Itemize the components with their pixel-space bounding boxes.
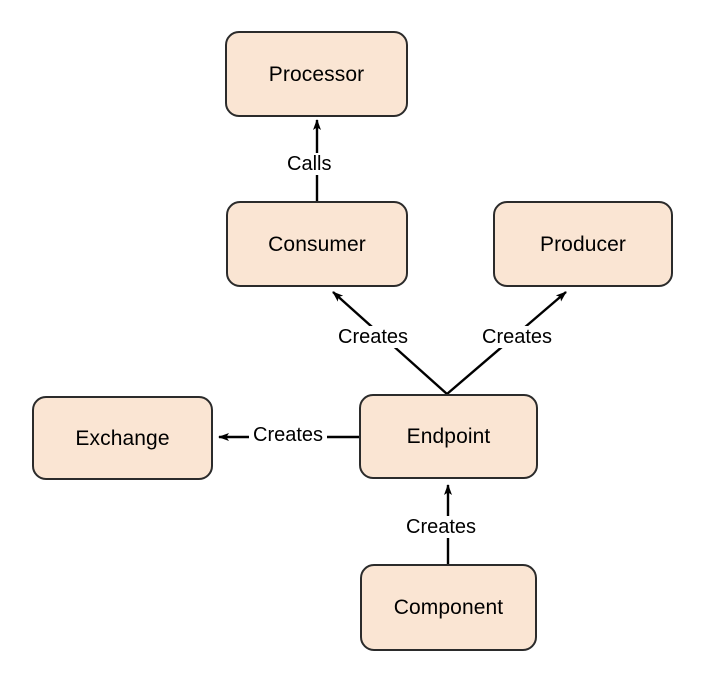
node-consumer-label: Consumer bbox=[268, 232, 366, 256]
edge-label-endpoint-creates-producer: Creates bbox=[478, 326, 557, 348]
node-endpoint[interactable]: Endpoint bbox=[359, 394, 538, 479]
node-producer[interactable]: Producer bbox=[493, 201, 673, 287]
node-consumer[interactable]: Consumer bbox=[226, 201, 408, 287]
edge-label-endpoint-creates-exchange: Creates bbox=[249, 424, 328, 446]
node-processor-label: Processor bbox=[268, 62, 365, 86]
node-exchange[interactable]: Exchange bbox=[32, 396, 213, 480]
edge-label-consumer-calls-processor: Calls bbox=[283, 153, 336, 175]
node-producer-label: Producer bbox=[539, 232, 626, 256]
edge-label-endpoint-creates-consumer: Creates bbox=[334, 326, 413, 348]
node-component[interactable]: Component bbox=[360, 564, 537, 651]
node-exchange-label: Exchange bbox=[75, 426, 170, 450]
node-endpoint-label: Endpoint bbox=[406, 425, 491, 448]
edge-label-component-creates-endpoint: Creates bbox=[402, 516, 481, 538]
node-processor[interactable]: Processor bbox=[225, 31, 408, 117]
node-component-label: Component bbox=[393, 596, 504, 619]
